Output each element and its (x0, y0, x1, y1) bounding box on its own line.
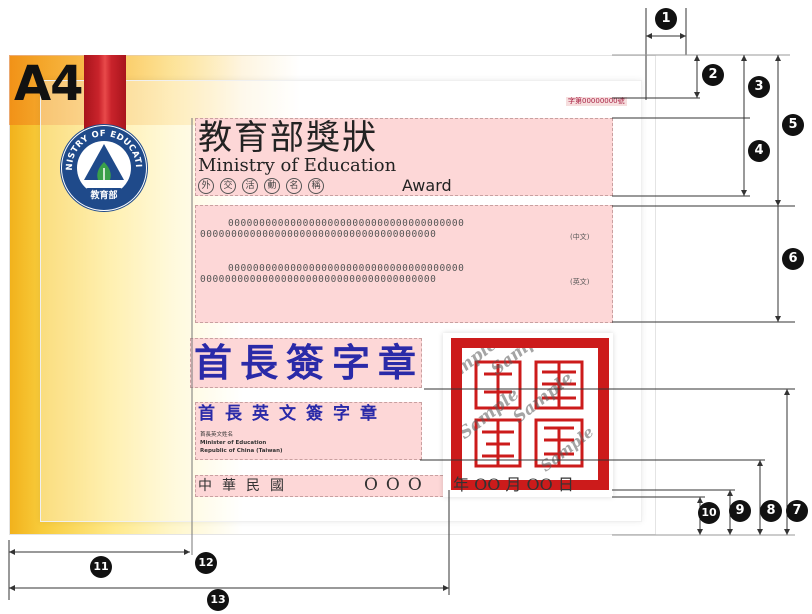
marker-11: 11 (90, 556, 112, 578)
signature-title-line: Minister of Education (200, 440, 267, 446)
date-year: OOO (364, 475, 430, 495)
date-roc: 中華民國 (198, 478, 294, 494)
ministry-seal-icon: MINISTRY OF EDUCATION 教育部 (58, 122, 148, 212)
body-text-zone (195, 205, 613, 323)
paper-size-label: A4 (14, 56, 84, 112)
activity-name-circles: 外 交 活 動 名 稱 (198, 176, 324, 196)
date-chars: 年 OO 月 OO 日 (453, 475, 574, 494)
signature-org-line: Republic of China (Taiwan) (200, 448, 283, 454)
signature-en-zone (195, 402, 422, 460)
marker-8: 8 (760, 500, 782, 522)
marker-7: 7 (786, 500, 808, 522)
marker-9: 9 (729, 500, 751, 522)
marker-1: 1 (655, 8, 677, 30)
marker-3: 3 (748, 76, 770, 98)
circle-char: 活 (242, 178, 258, 194)
body-line-zh-a: 00000000000000000000000000000000000000 (228, 218, 465, 229)
marker-4: 4 (748, 140, 770, 162)
signature-stamp-zh: 首長簽字章 (194, 340, 425, 385)
marker-6: 6 (782, 248, 804, 270)
lang-tag-en: (英文) (570, 278, 590, 286)
serial-number-box: 字第00000000號 (566, 97, 627, 106)
marker-10: 10 (698, 502, 720, 524)
circle-char: 稱 (308, 178, 324, 194)
circle-char: 名 (286, 178, 302, 194)
body-line-zh-b: 00000000000000000000000000000000000000 (200, 229, 437, 240)
body-line-en-b: 00000000000000000000000000000000000000 (200, 274, 437, 285)
award-title-en: Ministry of Education (198, 155, 397, 176)
body-line-en-a: 00000000000000000000000000000000000000 (228, 263, 465, 274)
marker-5: 5 (782, 114, 804, 136)
circle-char: 動 (264, 178, 280, 194)
award-title-zh: 教育部獎狀 (198, 118, 378, 158)
circle-char: 外 (198, 178, 214, 194)
marker-13: 13 (207, 589, 229, 611)
title-zone (195, 118, 613, 196)
signature-name-label: 首長英文姓名 (200, 432, 234, 438)
seal-bottom-text: 教育部 (89, 189, 117, 201)
award-word: Award (402, 176, 452, 195)
marker-2: 2 (702, 64, 724, 86)
signature-zh-zone (190, 338, 422, 388)
signature-stamp-en: 首長英文簽字章 (198, 404, 387, 424)
lang-tag-zh: (中文) (570, 233, 590, 241)
stamp-glyph-icon (474, 360, 584, 468)
circle-char: 交 (220, 178, 236, 194)
official-stamp-face: Sample Sample Sample Sample Sample (462, 348, 598, 480)
marker-12: 12 (195, 552, 217, 574)
